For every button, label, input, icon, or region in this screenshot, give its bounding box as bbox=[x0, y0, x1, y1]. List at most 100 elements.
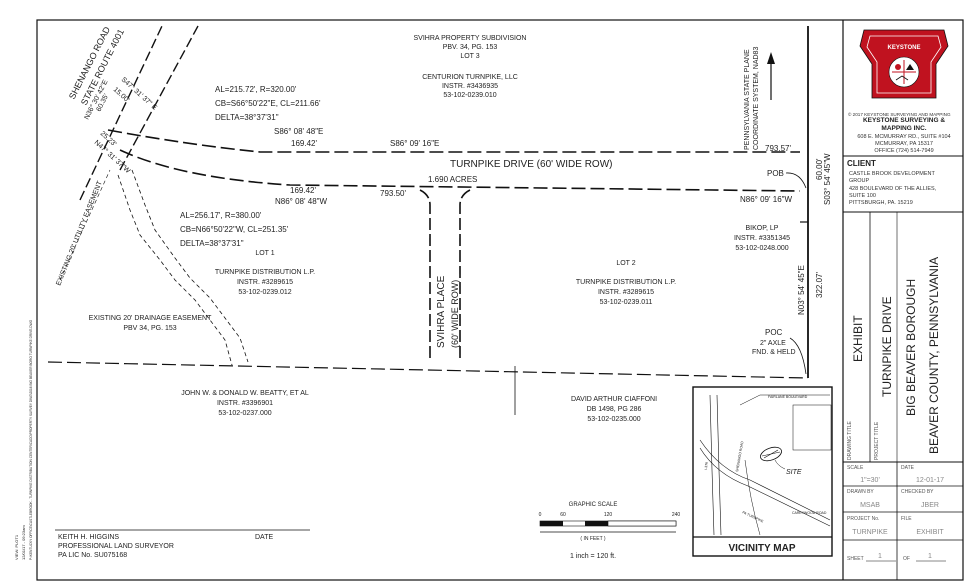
svg-text:INSTR. #3351345: INSTR. #3351345 bbox=[734, 235, 790, 242]
svg-text:0: 0 bbox=[539, 512, 542, 518]
keystone-logo: KEYSTONE bbox=[859, 29, 949, 99]
svg-text:BIKOP, LP: BIKOP, LP bbox=[746, 225, 779, 232]
ciaffoni-parcel: DAVID ARTHUR CIAFFONI DB 1498, PG 286 53… bbox=[571, 396, 657, 423]
svg-text:PBV. 34, PG. 153: PBV. 34, PG. 153 bbox=[443, 44, 498, 51]
margin-notes: VIEW: PLOT1 12/01/17 - 09:23am P:\KENTUC… bbox=[14, 319, 33, 560]
svg-text:CENTURION TURNPIKE, LLC: CENTURION TURNPIKE, LLC bbox=[422, 74, 518, 81]
svg-text:53-102-0237.000: 53-102-0237.000 bbox=[218, 410, 271, 417]
svg-text:AL=215.72', R=320.00': AL=215.72', R=320.00' bbox=[215, 85, 297, 94]
lot-1: LOT 1 TURNPIKE DISTRIBUTION L.P. INSTR. … bbox=[215, 250, 315, 296]
top-parcel: SVIHRA PROPERTY SUBDIVISION PBV. 34, PG.… bbox=[414, 35, 527, 99]
svg-text:( IN FEET ): ( IN FEET ) bbox=[580, 536, 606, 542]
turnpike-drive-label: TURNPIKE DRIVE (60' WIDE ROW) bbox=[450, 159, 612, 170]
svg-text:MCMURRAY, PA 15317: MCMURRAY, PA 15317 bbox=[875, 141, 933, 147]
svg-text:S03° 54' 45"W: S03° 54' 45"W bbox=[823, 153, 832, 205]
svg-text:OF: OF bbox=[903, 556, 910, 562]
svg-text:TURNPIKE DISTRIBUTION L.P.: TURNPIKE DISTRIBUTION L.P. bbox=[576, 279, 676, 286]
svg-text:DRAWN BY: DRAWN BY bbox=[847, 489, 874, 495]
svg-text:N86° 08' 48"W: N86° 08' 48"W bbox=[275, 197, 327, 206]
svg-text:EXISTING 20' DRAINAGE EASEMENT: EXISTING 20' DRAINAGE EASEMENT bbox=[89, 315, 212, 322]
bearings: N36° 30' 42"E 60.35' S47° 31' 37" E 15.0… bbox=[83, 76, 832, 315]
svg-text:LOT 2: LOT 2 bbox=[616, 260, 635, 267]
svg-text:INSTR. #3289615: INSTR. #3289615 bbox=[598, 289, 654, 296]
svg-text:OFFICE (724) 514-7949: OFFICE (724) 514-7949 bbox=[874, 148, 933, 154]
svg-text:FND. & HELD: FND. & HELD bbox=[752, 349, 796, 356]
svg-text:PROFESSIONAL LAND SURVEYOR: PROFESSIONAL LAND SURVEYOR bbox=[58, 543, 174, 550]
svg-text:53-102-0235.000: 53-102-0235.000 bbox=[587, 416, 640, 423]
project-title: PROJECT TITLE TURNPIKE DRIVE BIG BEAVER … bbox=[874, 257, 941, 460]
svg-text:PA LIC No. SU075168: PA LIC No. SU075168 bbox=[58, 552, 127, 559]
svg-text:240: 240 bbox=[672, 512, 681, 518]
svg-text:AL=256.17', R=380.00': AL=256.17', R=380.00' bbox=[180, 211, 262, 220]
svg-text:608 E. MCMURRAY RD., SUITE #10: 608 E. MCMURRAY RD., SUITE #104 bbox=[857, 134, 950, 140]
titleblock-grid: SCALE 1"=30' DATE 12-01-17 DRAWN BY MSAB… bbox=[843, 462, 963, 580]
svg-text:CLIENT: CLIENT bbox=[847, 159, 876, 168]
vicinity-map-title: VICINITY MAP bbox=[728, 543, 795, 554]
svg-text:PROJECT No.: PROJECT No. bbox=[847, 516, 879, 522]
svg-text:793.50': 793.50' bbox=[380, 189, 406, 198]
svg-text:POC: POC bbox=[765, 328, 783, 337]
svg-text:INSTR. #3396901: INSTR. #3396901 bbox=[217, 400, 273, 407]
svg-text:CAREYWOOD ROAD: CAREYWOOD ROAD bbox=[792, 511, 827, 515]
margin-timestamp: 12/01/17 - 09:23am bbox=[21, 525, 26, 560]
svg-text:LOT 3: LOT 3 bbox=[460, 53, 479, 60]
sheet-total: 1 bbox=[928, 553, 932, 560]
curve-2-data: AL=256.17', R=380.00' CB=N66°50'22"W, CL… bbox=[180, 211, 289, 248]
scale-value: 1"=30' bbox=[860, 477, 880, 484]
svg-text:MAPPING INC.: MAPPING INC. bbox=[881, 125, 926, 132]
svg-text:CASTLE BROOK DEVELOPMENT: CASTLE BROOK DEVELOPMENT bbox=[849, 171, 936, 177]
svihra-place-label: SVIHRA PLACE bbox=[436, 275, 447, 348]
sheet-number: 1 bbox=[878, 553, 882, 560]
svg-text:N03° 54' 45"E: N03° 54' 45"E bbox=[797, 265, 806, 315]
graphic-scale: GRAPHIC SCALE 0 60 120 240 ( IN FEET ) 1… bbox=[539, 502, 681, 560]
svg-text:INSTR. #3289615: INSTR. #3289615 bbox=[237, 279, 293, 286]
svg-text:60: 60 bbox=[560, 512, 566, 518]
svg-text:PROJECT TITLE: PROJECT TITLE bbox=[874, 421, 880, 460]
acreage-label: 1.690 ACRES bbox=[428, 175, 477, 184]
svg-text:© 2017 KEYSTONE SURVEYING AND: © 2017 KEYSTONE SURVEYING AND MAPPING bbox=[848, 111, 951, 117]
svg-text:FAIRLANE BOULEVARD: FAIRLANE BOULEVARD bbox=[768, 395, 808, 399]
beatty-parcel: JOHN W. & DONALD W. BEATTY, ET AL INSTR.… bbox=[181, 390, 309, 417]
svg-text:I-376: I-376 bbox=[704, 462, 709, 470]
svg-text:53-102-0239.012: 53-102-0239.012 bbox=[238, 289, 291, 296]
utility-easement-line bbox=[59, 169, 111, 281]
svg-text:S86° 08' 48"E: S86° 08' 48"E bbox=[274, 127, 323, 136]
svg-text:428 BOULEVARD OF THE ALLIES,: 428 BOULEVARD OF THE ALLIES, bbox=[849, 186, 937, 192]
svg-text:GRAPHIC SCALE: GRAPHIC SCALE bbox=[569, 502, 618, 508]
curve-1-data: AL=215.72', R=320.00' CB=S66°50'22"E, CL… bbox=[215, 85, 321, 122]
svg-text:LOT 1: LOT 1 bbox=[255, 250, 274, 257]
svg-text:BEAVER COUNTY, PENNSYLVANIA: BEAVER COUNTY, PENNSYLVANIA bbox=[927, 257, 941, 454]
margin-view: VIEW: PLOT1 bbox=[14, 534, 19, 560]
svg-text:TURNPIKE DRIVE: TURNPIKE DRIVE bbox=[880, 296, 894, 397]
south-lot-line bbox=[47, 361, 809, 379]
svg-text:DB 1498, PG 286: DB 1498, PG 286 bbox=[587, 406, 642, 413]
svg-text:N86° 09' 16"W: N86° 09' 16"W bbox=[740, 195, 792, 204]
site-label: SITE bbox=[786, 469, 802, 476]
utility-easement-label: EXISTING 20' UTILITY EASEMENT bbox=[55, 180, 104, 287]
vicinity-map: VICINITY MAP SITE FAIRLANE BOULEVARD CAR… bbox=[692, 386, 833, 557]
svg-text:BIG BEAVER BOROUGH: BIG BEAVER BOROUGH bbox=[904, 279, 918, 416]
svg-text:15.00': 15.00' bbox=[112, 86, 131, 104]
svg-text:PA TURNPIKE: PA TURNPIKE bbox=[742, 510, 765, 524]
svg-text:KEITH H. HIGGINS: KEITH H. HIGGINS bbox=[58, 534, 119, 541]
svg-text:53-102-0248.000: 53-102-0248.000 bbox=[735, 245, 788, 252]
svg-text:2" AXLE: 2" AXLE bbox=[760, 340, 786, 347]
svg-text:SCALE: SCALE bbox=[847, 465, 864, 471]
svg-text:TURNPIKE DISTRIBUTION L.P.: TURNPIKE DISTRIBUTION L.P. bbox=[215, 269, 315, 276]
svg-text:1 inch = 120 ft.: 1 inch = 120 ft. bbox=[570, 553, 616, 560]
bikop-parcel: BIKOP, LP INSTR. #3351345 53-102-0248.00… bbox=[734, 225, 790, 252]
sheet-border bbox=[36, 19, 964, 581]
svg-text:169.42': 169.42' bbox=[291, 139, 317, 148]
pob-label: POB bbox=[767, 169, 784, 178]
svg-text:CB=S66°50'22"E, CL=211.66': CB=S66°50'22"E, CL=211.66' bbox=[215, 99, 321, 108]
svg-text:S86° 09' 16"E: S86° 09' 16"E bbox=[390, 139, 439, 148]
surveyor-block: KEITH H. HIGGINS PROFESSIONAL LAND SURVE… bbox=[55, 529, 310, 559]
svg-text:KEYSTONE: KEYSTONE bbox=[888, 45, 921, 51]
checked-by-value: JBER bbox=[921, 502, 939, 509]
svg-text:53-102-0239.010: 53-102-0239.010 bbox=[443, 92, 496, 99]
svg-text:169.42': 169.42' bbox=[290, 186, 316, 195]
turnpike-drive: TURNPIKE DRIVE (60' WIDE ROW) bbox=[107, 129, 801, 192]
poc-label: POC 2" AXLE FND. & HELD bbox=[752, 328, 807, 375]
svg-text:SHEET: SHEET bbox=[847, 556, 864, 562]
